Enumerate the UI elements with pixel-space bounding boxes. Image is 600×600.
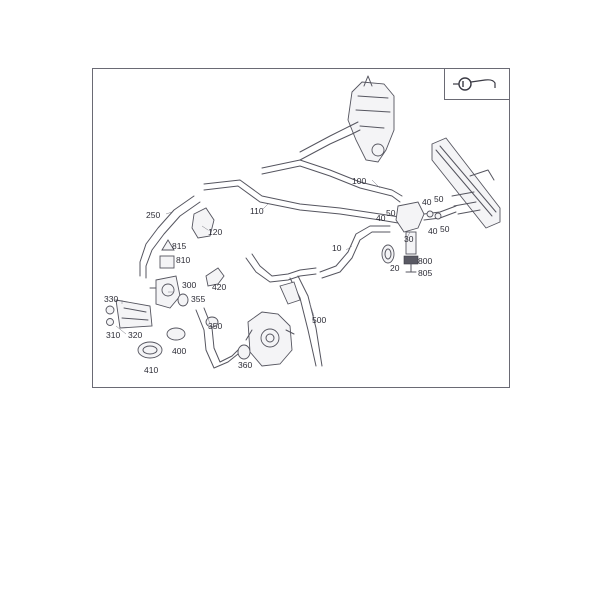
- callout-810: 810: [176, 255, 190, 265]
- hose-250: [139, 195, 195, 277]
- water-pump-housing: [245, 311, 295, 367]
- hose-110: [203, 179, 407, 219]
- callout-350: 350: [208, 321, 222, 331]
- callout-355: 355: [191, 294, 205, 304]
- part-20: [381, 244, 395, 264]
- valve-cluster: [395, 201, 457, 273]
- callout-330: 330: [104, 294, 118, 304]
- corner-badge: [444, 69, 509, 100]
- callout-320: 320: [128, 330, 142, 340]
- callout-10: 10: [332, 243, 342, 253]
- callout-400: 400: [172, 346, 186, 356]
- callout-110: 110: [250, 206, 264, 216]
- washer-310: [106, 318, 114, 326]
- callout-300: 300: [182, 280, 196, 290]
- callout-120: 120: [208, 227, 222, 237]
- callout-40-left: 40: [376, 213, 386, 223]
- callout-50-top: 50: [434, 194, 444, 204]
- callout-40-top: 40: [422, 197, 432, 207]
- bracket-120: [191, 207, 215, 239]
- callout-420: 420: [212, 282, 226, 292]
- part-810: [159, 255, 175, 269]
- callout-labels: 100 110 250 120 815 810 300 355 420 330 …: [104, 176, 450, 375]
- hose-10: [319, 225, 391, 273]
- callout-360: 360: [238, 360, 252, 370]
- hose-upper: [299, 121, 359, 153]
- diagram-frame: [92, 68, 510, 388]
- callout-30: 30: [404, 234, 414, 244]
- clamp-410: [137, 341, 163, 359]
- ring-355: [177, 293, 189, 307]
- bracket-320: [115, 299, 153, 329]
- pump-300: [149, 275, 181, 309]
- coolant-reservoir: [347, 75, 395, 163]
- clamp-360: [237, 344, 251, 360]
- hose-350: [195, 309, 239, 369]
- nut-330: [105, 305, 115, 315]
- callout-250: 250: [146, 210, 160, 220]
- callout-100: 100: [352, 176, 366, 186]
- leader-lines: [115, 179, 411, 335]
- callout-50-left: 50: [386, 208, 396, 218]
- callout-20: 20: [390, 263, 400, 273]
- callout-310: 310: [106, 330, 120, 340]
- part-815: [161, 239, 175, 251]
- clamp-420: [205, 267, 225, 287]
- callout-50-right: 50: [440, 224, 450, 234]
- callout-815: 815: [172, 241, 186, 251]
- hose-clamp-icon: [453, 77, 496, 91]
- callout-500: 500: [312, 315, 326, 325]
- callout-800: 800: [418, 256, 432, 266]
- hose-mid: [245, 257, 317, 283]
- clamp-400: [166, 327, 186, 341]
- callout-40-right: 40: [428, 226, 438, 236]
- callout-805: 805: [418, 268, 432, 278]
- heater-core: [431, 137, 501, 229]
- callout-410: 410: [144, 365, 158, 375]
